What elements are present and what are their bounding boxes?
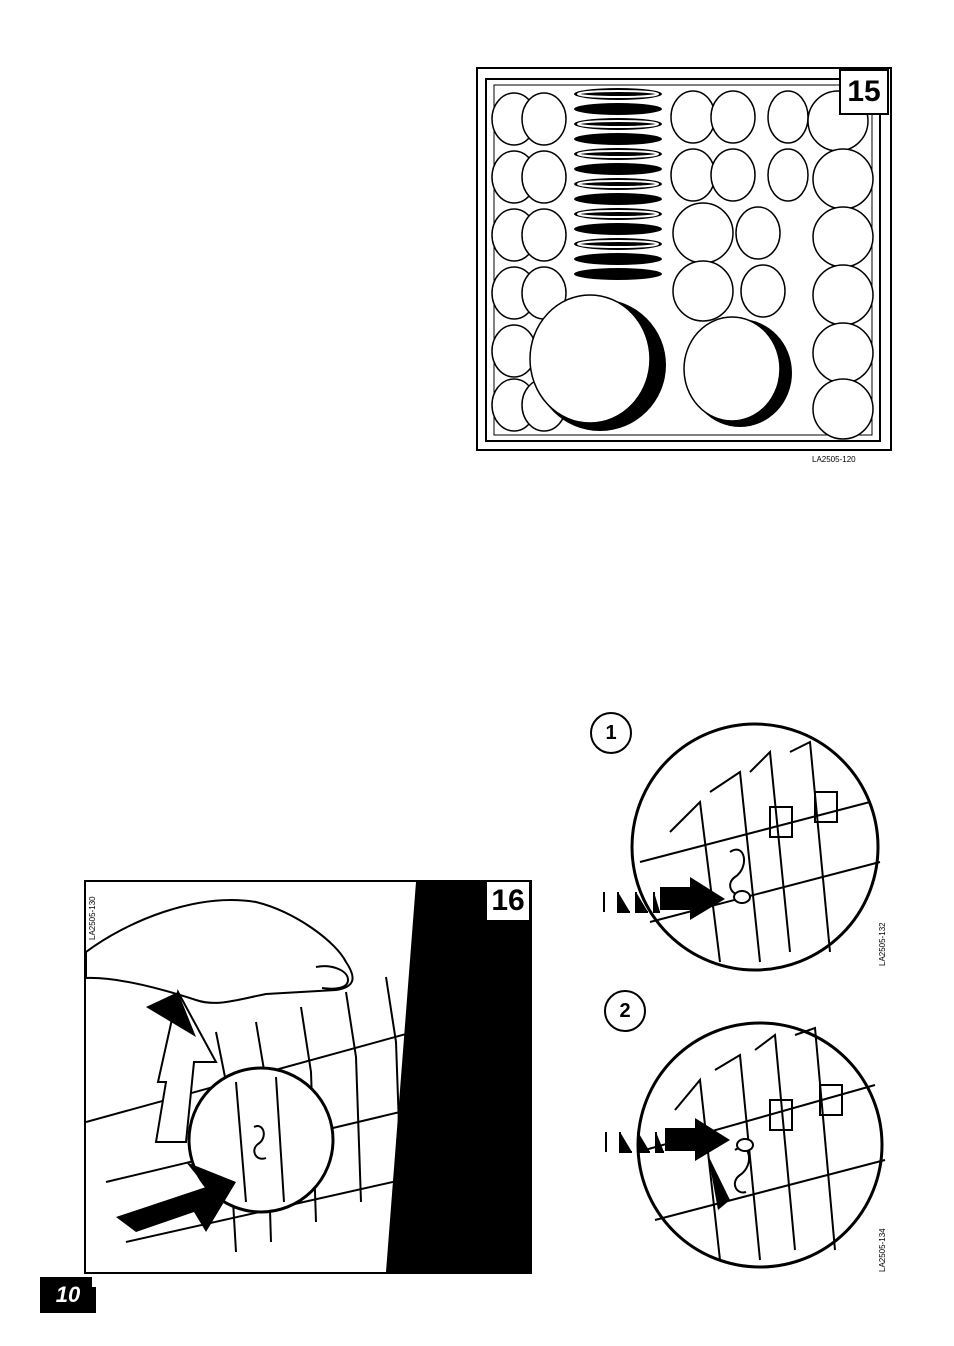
- figure-15-illustration: [476, 67, 892, 451]
- figure-16-illustration: [84, 880, 532, 1274]
- hand-adjusting-basket-illustration: [86, 882, 530, 1272]
- step-2-illustration: [600, 1000, 900, 1290]
- dishwasher-basket-illustration: [478, 69, 890, 449]
- figure-16-number: 16: [485, 880, 531, 922]
- step-1-code: LA2505-132: [878, 922, 887, 966]
- figure-16-code: LA2505-130: [88, 896, 97, 940]
- step-2-code: LA2505-134: [878, 1228, 887, 1272]
- figure-15-code: LA2505-120: [812, 455, 856, 464]
- figure-15-number: 15: [839, 69, 889, 115]
- step-1-illustration: [600, 712, 900, 982]
- page-number: 10: [40, 1277, 96, 1313]
